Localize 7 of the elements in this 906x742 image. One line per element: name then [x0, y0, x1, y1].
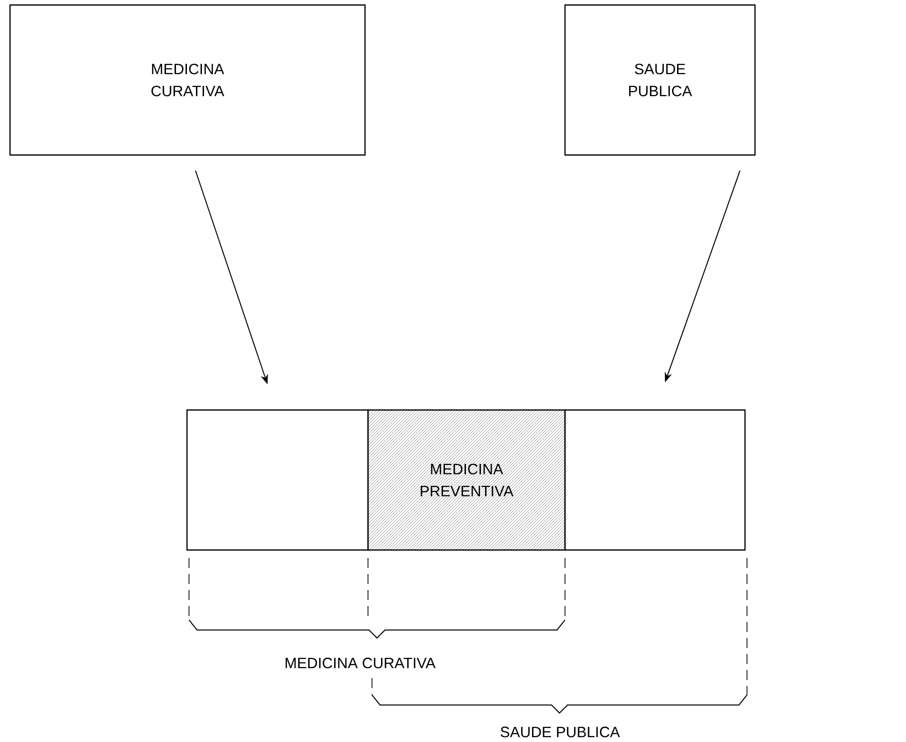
brace-label: MEDICINA CURATIVA — [282, 656, 438, 670]
brace-label: SAUDE PUBLICA — [498, 724, 622, 740]
bar-cell — [564, 409, 746, 551]
text-box: MEDICINA CURATIVA — [9, 4, 366, 156]
bar-cell — [186, 409, 369, 551]
text-box: SAUDE PUBLICA — [564, 4, 756, 156]
hatched-cell: MEDICINA PREVENTIVA — [367, 409, 566, 551]
